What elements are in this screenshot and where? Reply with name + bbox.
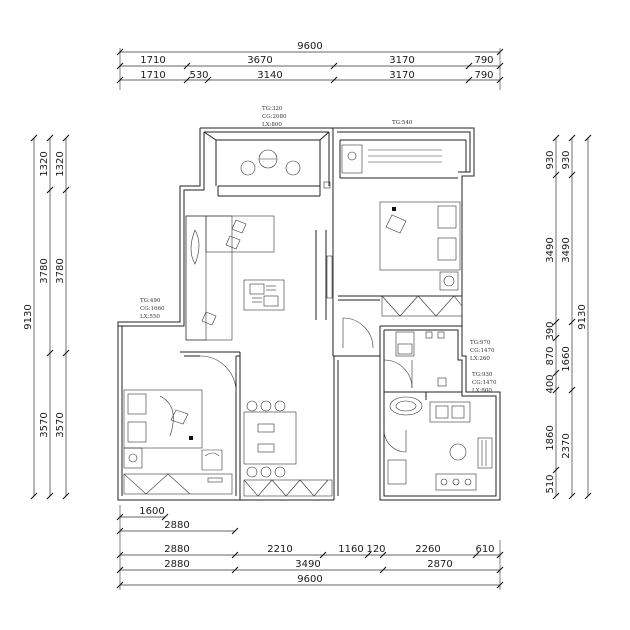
top-r3-1: 1710	[140, 70, 165, 81]
top-r2-4: 790	[474, 55, 493, 66]
wardrobe	[381, 295, 463, 317]
top-total: 9600	[297, 41, 322, 52]
bottom-r3-3: 1160	[338, 544, 363, 555]
left-inner-3: 3570	[55, 412, 66, 437]
right-inner-2: 3490	[561, 237, 572, 262]
right-outer-1: 930	[545, 150, 556, 169]
bedroom2-tag-3: LX:550	[140, 314, 160, 320]
top-r2-2: 3670	[247, 55, 272, 66]
left-inner-2: 3780	[55, 258, 66, 283]
right-outer-5: 1860	[545, 425, 556, 450]
master-bedroom-tag-1: TG:540	[392, 120, 413, 126]
right-inner-3: 1660	[561, 346, 572, 371]
bathroom-fixtures	[389, 331, 447, 416]
top-r3-2: 530	[189, 70, 208, 81]
bottom-r3-4: 120	[366, 544, 385, 555]
single-bed	[123, 389, 203, 449]
left-outer-2: 3780	[39, 258, 50, 283]
left-outer-1: 1320	[39, 151, 50, 176]
right-extra-1: 870	[545, 346, 556, 365]
top-dimension-chain: 9600 1710 3670 3170 790 1710 530 3140 31…	[116, 41, 504, 90]
right-outer-4: 400	[545, 374, 556, 393]
dining-furniture	[243, 400, 333, 497]
walls	[117, 127, 501, 501]
bottom-r5-1: 9600	[297, 574, 322, 585]
bottom-r2-1: 2880	[164, 520, 189, 531]
bathroom-tag-3: LX:260	[470, 356, 490, 362]
room-tags: TG:320 CG:2080 LX:800 TG:540 TG:490 CG:1…	[140, 106, 497, 394]
bedroom2-tag-1: TG:490	[140, 298, 161, 304]
right-dimension-chain: 930 3490 390 870 400 1860 510 930 3490 1…	[545, 134, 592, 500]
right-outer-6: 510	[545, 474, 556, 493]
bottom-r1-1: 1600	[139, 506, 164, 517]
living-room-furniture	[185, 215, 333, 341]
right-total: 9130	[577, 304, 588, 329]
top-r2-1: 1710	[140, 55, 165, 66]
kitchen-tag-2: CG:1470	[472, 380, 497, 386]
right-inner-4: 2370	[561, 433, 572, 458]
double-bed	[379, 201, 461, 271]
kitchen-fixtures	[387, 401, 493, 491]
balcony-tag-1: TG:320	[262, 106, 283, 112]
top-r2-3: 3170	[389, 55, 414, 66]
balcony-tag-3: LX:800	[262, 122, 282, 128]
master-bedroom-furniture	[341, 144, 463, 317]
bottom-r4-1: 2880	[164, 559, 189, 570]
right-outer-2: 3490	[545, 237, 556, 262]
bathroom-tag-1: TG:970	[470, 340, 491, 346]
right-inner-1: 930	[561, 150, 572, 169]
left-inner-1: 1320	[55, 151, 66, 176]
right-outer-3: 390	[545, 321, 556, 340]
balcony-tag-2: CG:2080	[262, 114, 287, 120]
rug	[243, 279, 285, 311]
kitchen-tag-3: LX:800	[472, 388, 492, 394]
bedroom2-wardrobe	[123, 473, 233, 495]
left-total: 9130	[23, 304, 34, 329]
top-r3-5: 790	[474, 70, 493, 81]
bottom-r3-2: 2210	[267, 544, 292, 555]
left-dimension-chain: 9130 1320 3780 3570 1320 3780 3570	[23, 134, 70, 500]
balcony-furniture	[240, 149, 331, 189]
bottom-r4-2: 3490	[295, 559, 320, 570]
bottom-r3-5: 2260	[415, 544, 440, 555]
bottom-dimension-chain: 1600 2880 2880 2210 1160 120 2260 610 28…	[116, 505, 504, 590]
bathroom-tag-2: CG:1470	[470, 348, 495, 354]
bottom-r3-1: 2880	[164, 544, 189, 555]
second-bedroom-furniture	[123, 389, 233, 495]
top-r3-4: 3170	[389, 70, 414, 81]
left-outer-3: 3570	[39, 412, 50, 437]
top-r3-3: 3140	[257, 70, 282, 81]
kitchen-tag-1: TG:930	[472, 372, 493, 378]
bottom-r4-3: 2870	[427, 559, 452, 570]
shoe-cabinet	[243, 479, 333, 497]
bedroom2-tag-2: CG:1660	[140, 306, 165, 312]
bottom-r3-6: 610	[475, 544, 494, 555]
